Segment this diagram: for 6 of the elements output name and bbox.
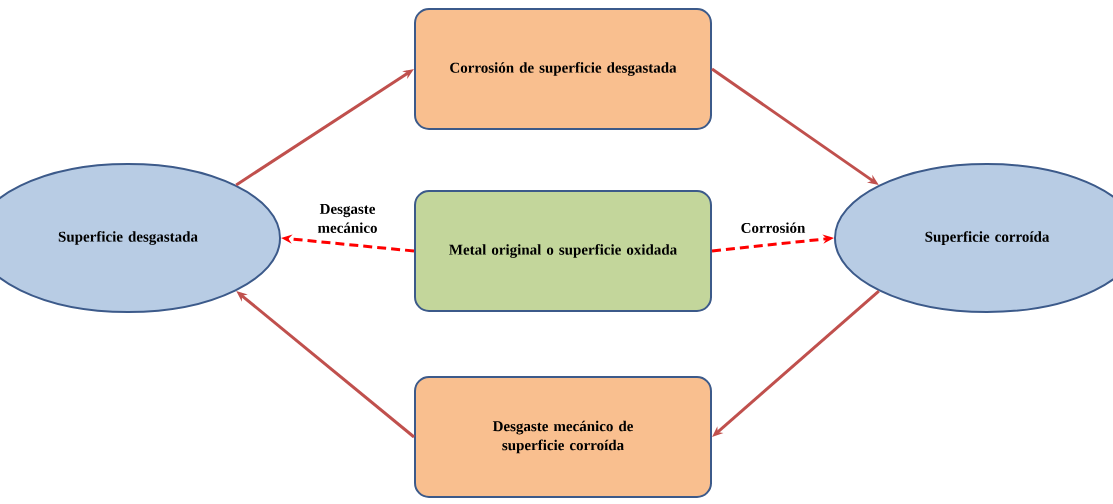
edge-label: Corrosión <box>741 222 806 233</box>
arrow <box>712 289 880 437</box>
process-box: Desgaste mecánico de superficie corroída <box>414 376 712 498</box>
process-box: Metal original o superficie oxidada <box>414 190 712 312</box>
process-box: Corrosión de superficie desgastada <box>414 8 712 130</box>
edge-label: Desgaste mecánico <box>317 204 377 233</box>
